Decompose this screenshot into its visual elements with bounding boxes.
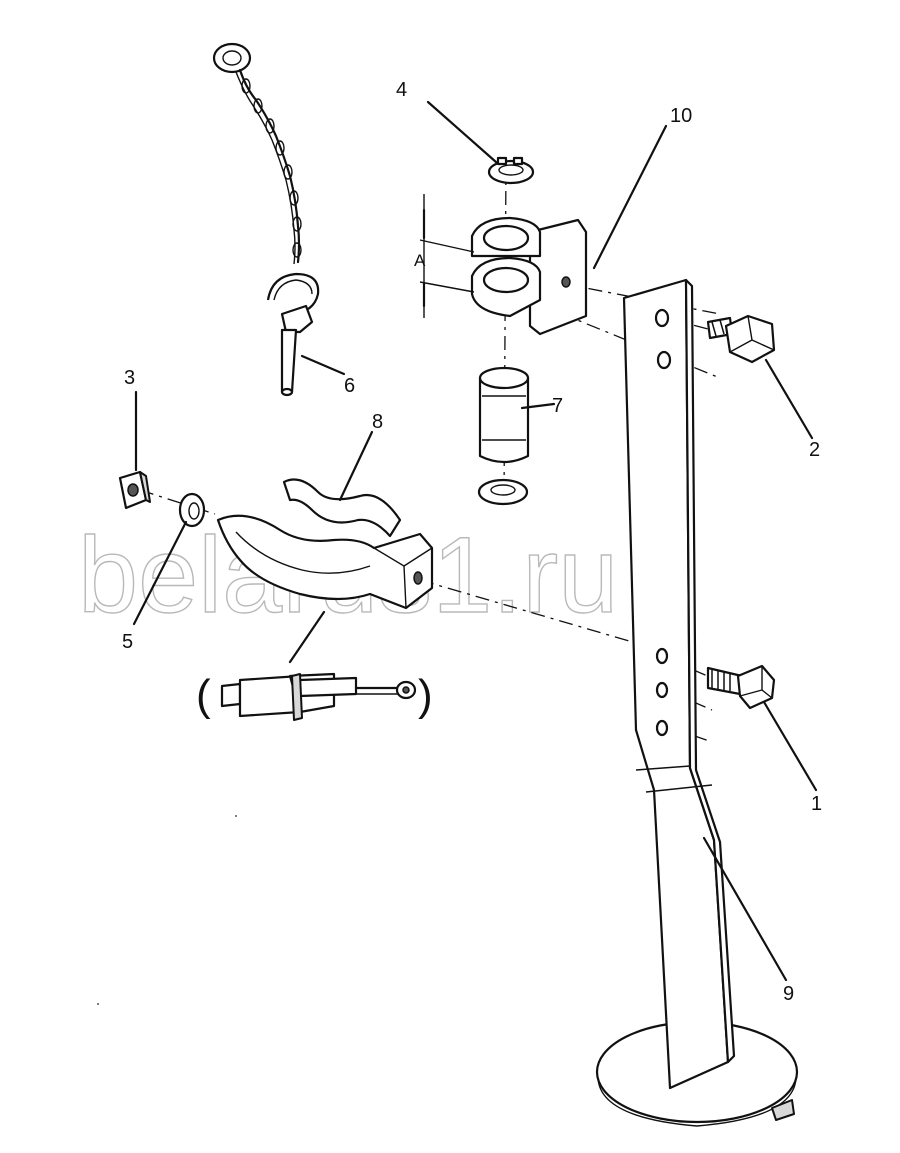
svg-text:(: ( [196, 671, 211, 720]
callout-9: 9 [783, 983, 794, 1005]
chain-links [241, 78, 302, 258]
bushing [477, 366, 530, 506]
callout-7: 7 [552, 395, 563, 417]
clamp-bracket [216, 478, 434, 610]
hinge-bracket [470, 216, 588, 336]
dimension-a-label: A [414, 251, 426, 270]
retaining-ring-top [487, 156, 535, 185]
support-leg [595, 278, 799, 1127]
leader-lines [132, 100, 818, 982]
callout-1: 1 [811, 793, 822, 815]
scan-speck [235, 815, 237, 817]
lock-pin-with-chain [212, 42, 320, 397]
washer [178, 492, 206, 528]
callout-2: 2 [809, 439, 820, 461]
callout-3: 3 [124, 367, 135, 389]
bolt-upper [706, 314, 776, 364]
callout-8: 8 [372, 411, 383, 433]
callout-10: 10 [670, 105, 692, 127]
callout-numbers: 1 2 3 4 5 6 7 8 9 10 [122, 79, 822, 1005]
dimension-a: A [414, 194, 475, 318]
scan-speck [97, 1003, 99, 1005]
alternate-cylinder-assembly: ( ) [196, 671, 433, 721]
square-nut [118, 470, 151, 510]
svg-text:): ) [418, 671, 433, 720]
callout-5: 5 [122, 631, 133, 653]
callout-6: 6 [344, 375, 355, 397]
callout-4: 4 [396, 79, 407, 101]
bolt-lower [706, 664, 776, 710]
